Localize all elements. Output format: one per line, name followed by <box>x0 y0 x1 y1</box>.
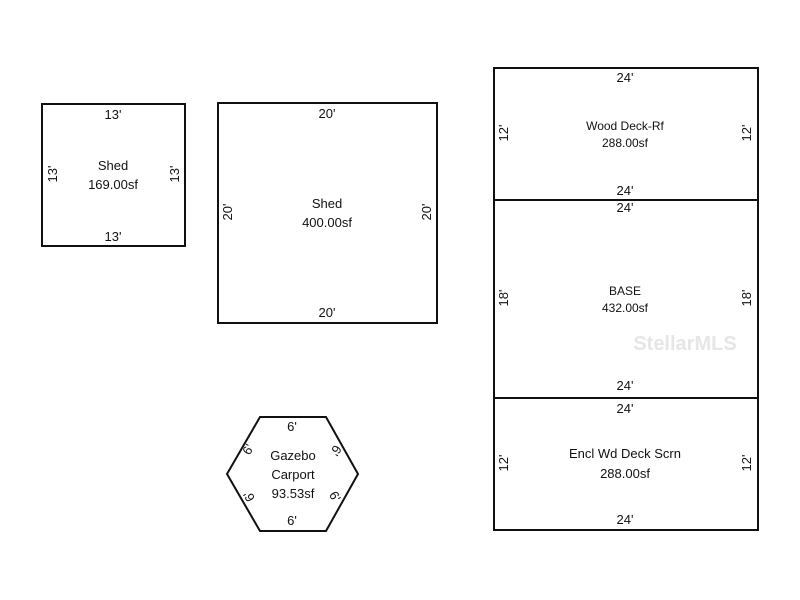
dim-bottom: 24' <box>617 183 634 198</box>
dim-bottom: 24' <box>617 378 634 393</box>
room-name-line1: Gazebo <box>270 448 316 463</box>
room-area: 169.00sf <box>88 177 138 192</box>
dim-right: 20' <box>419 204 434 221</box>
dim-right: 18' <box>739 290 754 307</box>
dim-bottom: 24' <box>617 512 634 527</box>
dim-left: 18' <box>496 290 511 307</box>
dim-left: 12' <box>496 125 511 142</box>
dim-right: 12' <box>739 125 754 142</box>
dim-top: 24' <box>617 401 634 416</box>
dim-bottom: 6' <box>287 513 297 528</box>
room-outline <box>217 102 438 324</box>
room-encl-wd-deck: 24' 24' 12' 12' Encl Wd Deck Scrn 288.00… <box>493 397 759 531</box>
dim-top: 20' <box>319 106 336 121</box>
watermark: StellarMLS <box>633 333 736 355</box>
room-shed-small: 13' 13' 13' 13' Shed 169.00sf <box>41 103 186 247</box>
room-area: 432.00sf <box>602 301 649 315</box>
room-area: 288.00sf <box>600 466 650 481</box>
dim-top: 6' <box>287 419 297 434</box>
dim-right: 13' <box>167 166 182 183</box>
room-name: BASE <box>609 284 641 298</box>
room-area: 400.00sf <box>302 215 352 230</box>
room-area: 288.00sf <box>602 136 649 150</box>
dim-left: 13' <box>45 166 60 183</box>
dim-top: 13' <box>105 107 122 122</box>
room-name: Shed <box>98 158 128 173</box>
room-name-line2: Carport <box>271 467 315 482</box>
room-outline <box>493 397 759 531</box>
room-area: 93.53sf <box>272 486 315 501</box>
room-wood-deck: 24' 24' 12' 12' Wood Deck-Rf 288.00sf <box>493 67 759 201</box>
room-outline <box>493 67 759 201</box>
dim-left: 12' <box>496 455 511 472</box>
room-name: Shed <box>312 196 342 211</box>
dim-bottom: 20' <box>319 305 336 320</box>
dim-right: 12' <box>739 455 754 472</box>
dim-top: 24' <box>617 200 634 215</box>
room-name: Encl Wd Deck Scrn <box>569 446 681 461</box>
room-shed-large: 20' 20' 20' 20' Shed 400.00sf <box>217 102 438 324</box>
dim-left: 20' <box>220 204 235 221</box>
room-gazebo-carport: 6' 6' 6' 6' 6' 6' Gazebo Carport 93.53sf <box>225 416 360 532</box>
dim-bottom: 13' <box>105 229 122 244</box>
room-outline <box>493 199 759 399</box>
room-name: Wood Deck-Rf <box>586 119 664 133</box>
room-outline <box>225 416 360 532</box>
dim-top: 24' <box>617 70 634 85</box>
room-base: StellarMLS 24' 24' 18' 18' BASE 432.00sf <box>493 199 759 399</box>
room-outline <box>41 103 186 247</box>
